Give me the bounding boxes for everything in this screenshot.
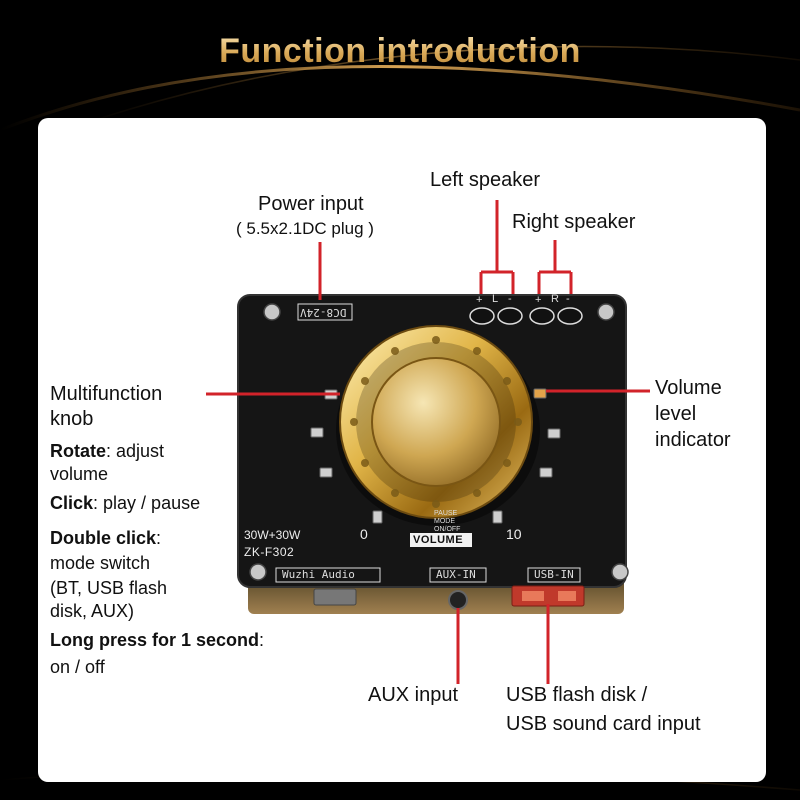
knob-label-line2: knob — [50, 408, 94, 430]
usb-port-label: USB-IN — [534, 568, 574, 581]
volume-indicator-line3: indicator — [655, 429, 731, 451]
volume-min-label: 0 — [360, 526, 368, 542]
right-r-label: R — [551, 293, 559, 305]
volume-indicator-line1: Volume — [655, 377, 722, 399]
volume-led-icon — [310, 388, 561, 524]
mode-mode-label: MODE — [434, 518, 455, 525]
usb-input-line2: USB sound card input — [506, 713, 701, 735]
long-press-value: on / off — [50, 657, 105, 677]
aux-jack — [448, 590, 468, 610]
callout-lines — [206, 200, 650, 684]
double-click-desc: Double click: — [50, 527, 161, 549]
dc-port — [313, 588, 357, 606]
aux-label-box — [429, 567, 487, 583]
brand-label: Wuzhi Audio — [282, 568, 355, 581]
left-plus-label: + — [476, 294, 483, 306]
rotate-key: Rotate — [50, 441, 107, 461]
brand-label-box — [275, 567, 381, 583]
volume-label-box — [410, 533, 472, 547]
aux-port-label: AUX-IN — [436, 568, 476, 581]
click-desc: Click: play / pause — [50, 492, 200, 514]
aux-input-label: AUX input — [368, 684, 459, 706]
dc-voltage-label: DC8-24V — [300, 306, 347, 319]
page-title: Function introduction — [0, 32, 800, 71]
usb-label-box — [527, 567, 581, 583]
long-press-colon: : — [259, 630, 265, 650]
long-press-desc: Long press for 1 second: — [50, 629, 264, 651]
volume-max-label: 10 — [506, 526, 522, 542]
double-click-key: Double click — [50, 528, 157, 548]
volume-indicator-line2: level — [655, 403, 697, 425]
double-click-line3: disk, AUX) — [50, 601, 135, 621]
rotate-value: : adjust — [106, 441, 165, 461]
double-click-line1: mode switch — [50, 553, 151, 573]
left-minus-label: - — [508, 293, 512, 305]
left-l-label: L — [492, 293, 499, 305]
rotate-desc: Rotate: adjust — [50, 440, 164, 462]
right-minus-label: - — [566, 293, 570, 305]
click-value: : play / pause — [93, 493, 201, 513]
power-rating-label: 30W+30W — [244, 528, 301, 542]
power-plug-label: ( 5.5x2.1DC plug ) — [236, 219, 374, 238]
right-speaker-label: Right speaker — [512, 211, 636, 233]
double-click-colon: : — [156, 528, 162, 548]
dc-label-box — [297, 303, 353, 321]
model-label: ZK-F302 — [244, 545, 295, 559]
usb-input-line1: USB flash disk / — [506, 684, 648, 706]
mode-onoff-label: ON/OFF — [434, 526, 461, 533]
mode-pause-label: PAUSE — [434, 510, 458, 517]
speaker-terminals — [469, 307, 583, 325]
rotate-desc-line2: volume — [50, 464, 109, 484]
power-input-label: Power input — [258, 193, 364, 215]
left-speaker-label: Left speaker — [430, 169, 541, 191]
long-press-key: Long press for 1 second — [50, 630, 260, 650]
volume-label: VOLUME — [413, 534, 464, 546]
screw-icon — [249, 303, 629, 581]
knob-label-line1: Multifunction — [50, 383, 163, 405]
click-key: Click — [50, 493, 94, 513]
right-plus-label: + — [535, 294, 542, 306]
double-click-line2: (BT, USB flash — [50, 578, 168, 598]
